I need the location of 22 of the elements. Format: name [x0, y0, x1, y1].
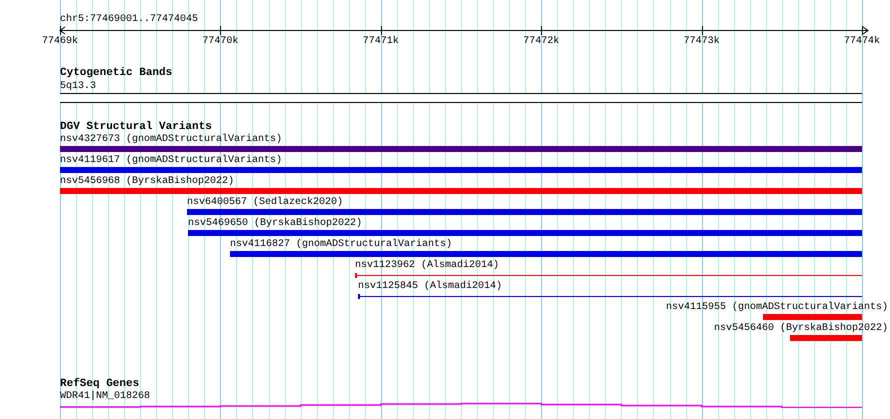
tick-label: 77474k — [844, 36, 880, 47]
tick-label: 77473k — [684, 36, 720, 47]
band-label: 5q13.3 — [60, 81, 96, 92]
track-heading: Cytogenetic Bands — [60, 68, 172, 79]
variant-label: nsv6400567 (Sedlazeck2020) — [187, 197, 344, 208]
tick-label: 77471k — [362, 36, 399, 47]
variant-label: nsv4327673 (gnomADStructuralVariants) — [60, 134, 282, 145]
variant-label: nsv5469650 (ByrskaBishop2022) — [188, 218, 362, 229]
variant-label: nsv5456968 (ByrskaBishop2022) — [60, 176, 234, 187]
coordinate-label: chr5:77469001..77474045 — [60, 14, 198, 25]
variant-label: nsv1123962 (Alsmadi2014) — [355, 260, 500, 271]
tick-label: 77470k — [202, 36, 238, 47]
track-heading: RefSeq Genes — [60, 379, 140, 390]
variant-label: nsv5456460 (ByrskaBishop2022) — [714, 323, 888, 334]
variant-label: nsv4119617 (gnomADStructuralVariants) — [60, 155, 282, 166]
tick-label: 77469k — [42, 36, 78, 47]
tick-label: 77472k — [523, 36, 560, 47]
variant-label: nsv4116827 (gnomADStructuralVariants) — [230, 239, 452, 250]
track-heading: DGV Structural Variants — [60, 122, 212, 133]
variant-label: nsv1125845 (Alsmadi2014) — [358, 281, 502, 292]
gene-label: WDR41|NM_018268 — [60, 391, 150, 402]
variant-label: nsv4115955 (gnomADStructuralVariants) — [666, 302, 888, 313]
